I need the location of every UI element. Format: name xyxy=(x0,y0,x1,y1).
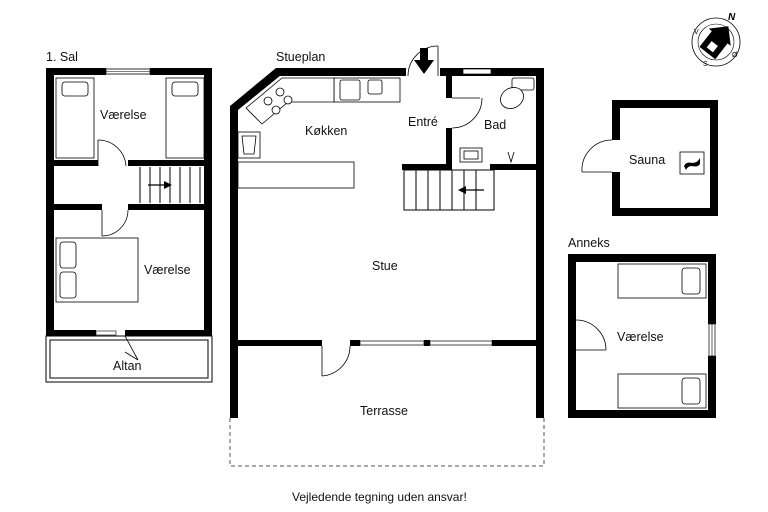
ground-floor-plan xyxy=(229,45,545,467)
room-terrace: Terrasse xyxy=(360,404,408,418)
room-entry: Entré xyxy=(408,115,438,129)
compass-west-label: V xyxy=(694,29,699,36)
floor-first-label: 1. Sal xyxy=(46,50,78,64)
room-kitchen: Køkken xyxy=(305,124,347,138)
compass-south-label: S xyxy=(703,61,708,68)
first-floor-plan xyxy=(45,68,213,383)
room-living: Stue xyxy=(372,259,398,273)
compass-east-label: Ø xyxy=(732,52,738,59)
room-bedroom-annex: Værelse xyxy=(617,330,664,344)
balcony-label: Altan xyxy=(113,359,142,373)
room-bath: Bad xyxy=(484,118,506,132)
compass-rose: N S Ø V xyxy=(691,12,741,68)
disclaimer-text: Vejledende tegning uden ansvar! xyxy=(292,490,467,504)
room-sauna: Sauna xyxy=(629,153,665,167)
floor-ground-label: Stueplan xyxy=(276,50,325,64)
annex-plan xyxy=(568,254,716,418)
annex-label: Anneks xyxy=(568,236,610,250)
room-bedroom-upper2: Værelse xyxy=(144,263,191,277)
compass-north-label: N xyxy=(728,12,736,23)
sauna-plan xyxy=(581,100,718,216)
room-bedroom-upper1: Værelse xyxy=(100,108,147,122)
